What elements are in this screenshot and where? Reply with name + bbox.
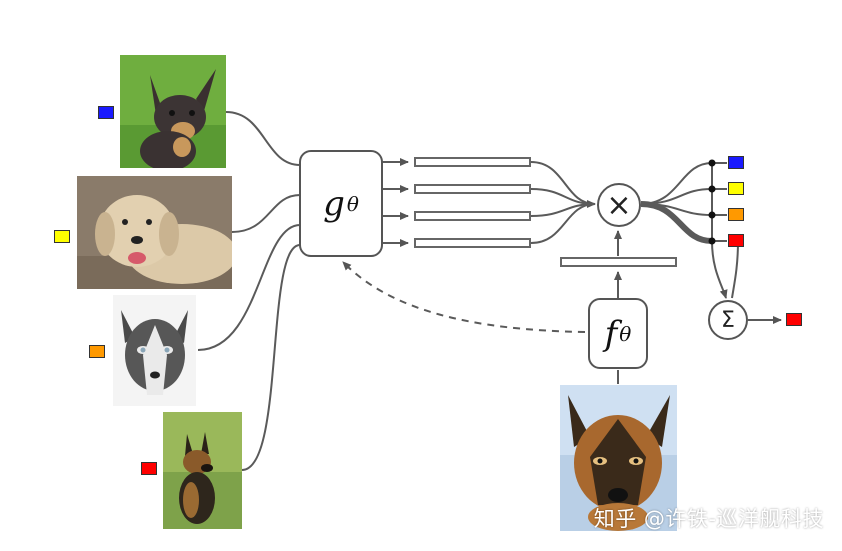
- output-label-blue: [728, 156, 744, 169]
- labrador-photo: [77, 176, 232, 289]
- edge-bar1-prod: [530, 161, 596, 208]
- sum-symbol: Σ: [721, 307, 735, 333]
- product-symbol: ×: [606, 187, 632, 223]
- edge-prod-out2: [640, 188, 713, 205]
- support-label-yellow: [54, 230, 70, 243]
- edge-img2-g: [231, 194, 301, 233]
- support-embedding-bar-1: [414, 157, 531, 167]
- edge-bar4-prod: [530, 203, 596, 244]
- edge-img1-g: [225, 111, 301, 166]
- sum-node: Σ: [708, 300, 748, 340]
- g-theta-subscript: θ: [346, 191, 359, 216]
- output-label-red: [728, 234, 744, 247]
- german-shepherd-photo: [163, 412, 242, 529]
- edge-img4-g: [241, 244, 301, 471]
- husky-photo: [113, 295, 196, 406]
- product-node: ×: [597, 183, 641, 227]
- edge-bus-sum-2: [731, 240, 739, 299]
- prediction-label-red: [786, 313, 802, 326]
- edge-out-to-bus: [712, 162, 727, 242]
- f-symbol: f: [604, 313, 618, 354]
- output-label-orange: [728, 208, 744, 221]
- support-label-red: [141, 462, 157, 475]
- f-theta-subscript: θ: [619, 321, 632, 346]
- g-symbol: g: [323, 183, 345, 224]
- support-label-orange: [89, 345, 105, 358]
- query-embedding-bar: [560, 257, 677, 267]
- chihuahua-photo: [120, 55, 226, 168]
- support-embedding-bar-2: [414, 184, 531, 194]
- edge-prod-out4: [640, 201, 713, 244]
- support-embedding-bar-3: [414, 211, 531, 221]
- watermark: 知乎 @许铁-巡洋舰科技: [593, 507, 824, 531]
- support-label-blue: [98, 106, 114, 119]
- query-german-shepherd-photo: [560, 385, 677, 531]
- edge-bus-sum: [711, 240, 728, 299]
- edge-img3-g: [197, 224, 301, 351]
- support-embedding-bar-4: [414, 238, 531, 248]
- output-label-yellow: [728, 182, 744, 195]
- shared-params-dashed: [342, 261, 586, 333]
